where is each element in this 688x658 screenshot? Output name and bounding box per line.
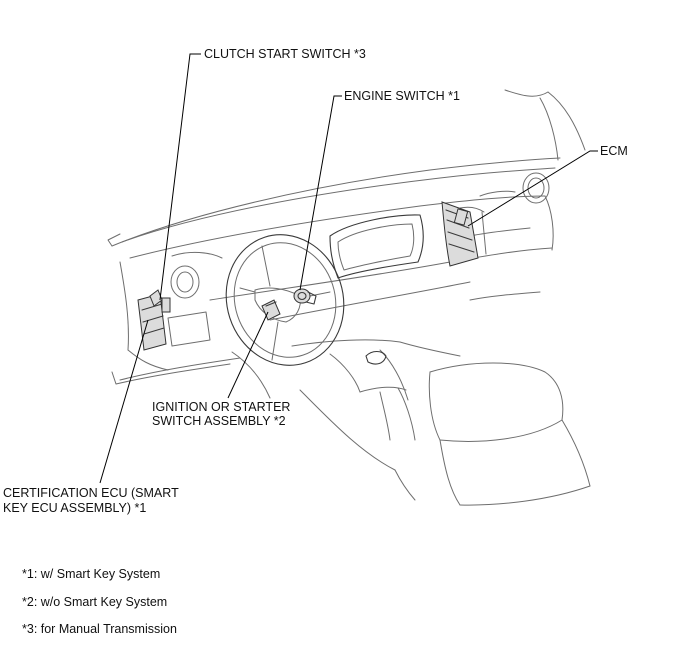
engine-switch-leader xyxy=(299,95,342,291)
ignition-switch-leader xyxy=(227,311,269,399)
clutch-start-switch-part xyxy=(161,297,171,313)
ignition-switch-label-line1: IGNITION OR STARTER xyxy=(152,400,290,414)
steering-wheel xyxy=(225,234,345,366)
ignition-switch-part xyxy=(261,299,281,321)
certification-ecu-part xyxy=(137,289,167,351)
dashboard-outline xyxy=(107,89,591,506)
certification-ecu-leader xyxy=(99,319,149,484)
certification-ecu-label-line1: CERTIFICATION ECU (SMART xyxy=(3,486,179,500)
certification-ecu-label-line2: KEY ECU ASSEMBLY) *1 xyxy=(3,501,146,515)
leader-lines xyxy=(99,53,598,484)
engine-switch-part xyxy=(293,288,317,305)
footnote-no-smart-key: *2: w/o Smart Key System xyxy=(22,595,168,609)
clutch-switch-leader xyxy=(159,53,201,301)
footnote-smart-key: *1: w/ Smart Key System xyxy=(22,567,161,581)
engine-switch-label: ENGINE SWITCH *1 xyxy=(344,89,460,103)
clutch-start-switch-label: CLUTCH START SWITCH *3 xyxy=(204,47,366,61)
footnote-manual-transmission: *3: for Manual Transmission xyxy=(22,622,177,636)
ecm-label: ECM xyxy=(600,144,628,158)
ecm-unit xyxy=(441,201,479,267)
ignition-switch-label-line2: SWITCH ASSEMBLY *2 xyxy=(152,414,286,428)
ecm-leader xyxy=(467,150,598,227)
